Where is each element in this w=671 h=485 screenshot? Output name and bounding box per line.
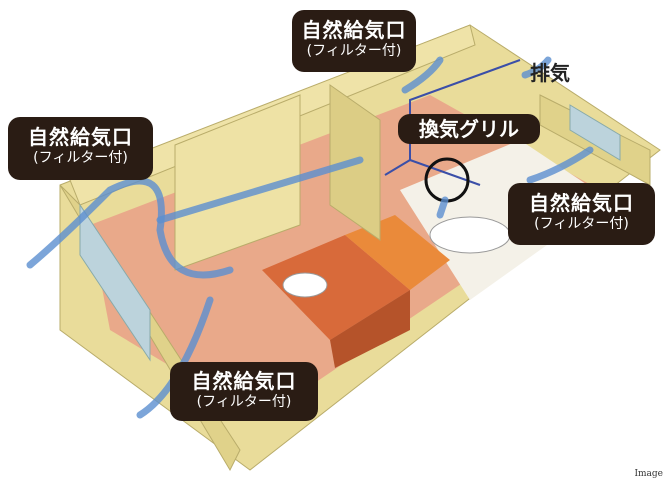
label-main: 自然給気口 (191, 369, 297, 393)
airflow-arrow (436, 196, 449, 219)
grille-label: 換気グリル (398, 114, 540, 144)
label-sub: (フィルター付) (534, 216, 629, 232)
label-main: 自然給気口 (529, 191, 634, 215)
airflow-arrow (401, 56, 444, 94)
bathtub (429, 216, 511, 254)
airflow-arrow (156, 156, 364, 224)
label-sub: (フィルター付) (33, 150, 128, 166)
bathroom-floor (400, 140, 610, 300)
airflow-arrow (526, 146, 594, 184)
window (79, 203, 151, 362)
kitchen-counter (262, 235, 410, 340)
partition-wall (174, 94, 301, 271)
label-main: 自然給気口 (301, 18, 407, 42)
label-main: 自然給気口 (28, 125, 133, 149)
airflow-arrow (521, 56, 552, 79)
window (569, 104, 621, 161)
exhaust-label: 排気 (530, 61, 570, 85)
image-credit: Image (634, 469, 663, 479)
supply-vent-label-bottom: 自然給気口 (フィルター付) (170, 362, 318, 421)
label-sub: (フィルター付) (196, 394, 292, 410)
label-sub: (フィルター付) (306, 43, 402, 59)
airflow-arrow (26, 177, 234, 279)
supply-vent-label-right: 自然給気口 (フィルター付) (508, 183, 655, 245)
supply-vent-label-left: 自然給気口 (フィルター付) (8, 117, 153, 180)
supply-vent-label-top: 自然給気口 (フィルター付) (292, 10, 416, 72)
bathtub (282, 272, 328, 298)
